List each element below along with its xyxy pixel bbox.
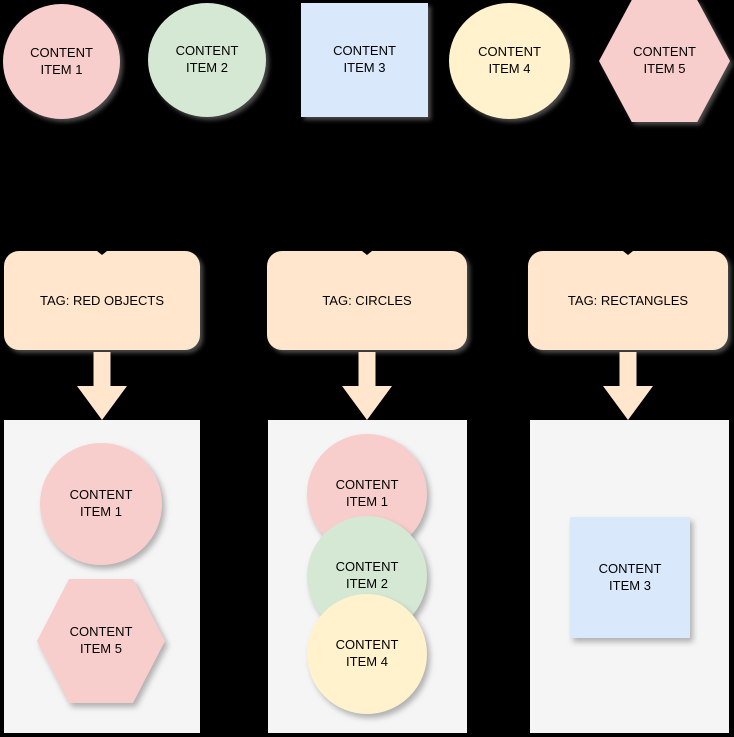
down-arrow-icon [342,352,392,420]
grouped-content-item-3: CONTENT ITEM 3 [570,517,690,638]
node-content-item-2: CONTENT ITEM 2 [148,3,266,117]
group-container-circles: CONTENT ITEM 1 CONTENT ITEM 2 CONTENT IT… [268,420,467,733]
connector-arrowhead-artifact [623,251,633,255]
circle-shape: CONTENT ITEM 2 [148,3,266,117]
hexagon-shape: CONTENT ITEM 5 [599,0,730,122]
tag-rectangles: TAG: RECTANGLES [528,251,728,350]
node-label: CONTENT ITEM 1 [335,477,399,509]
node-content-item-5: CONTENT ITEM 5 [599,0,730,122]
tag-circles: TAG: CIRCLES [267,251,467,350]
down-arrow-icon [603,352,653,420]
rectangle-shape: CONTENT ITEM 3 [570,517,690,638]
circle-shape: CONTENT ITEM 1 [40,443,162,565]
node-label: CONTENT ITEM 3 [333,43,396,75]
grouped-content-item-5: CONTENT ITEM 5 [37,579,165,703]
circle-shape: CONTENT ITEM 1 [3,4,120,119]
node-label: CONTENT ITEM 2 [335,559,399,591]
grouped-content-item-4: CONTENT ITEM 4 [307,594,427,714]
rectangle-shape: CONTENT ITEM 3 [301,3,428,117]
tag-label: TAG: RED OBJECTS [40,293,164,308]
node-label: CONTENT ITEM 4 [335,637,399,669]
connector-arrowhead-artifact [97,251,107,255]
tag-red-objects: TAG: RED OBJECTS [4,251,200,350]
node-label: CONTENT ITEM 1 [30,44,93,77]
down-arrow-icon [77,352,127,420]
circle-shape: CONTENT ITEM 4 [307,594,427,714]
node-label: CONTENT ITEM 3 [598,560,662,593]
node-label: CONTENT ITEM 2 [175,43,239,75]
node-label: CONTENT ITEM 1 [69,487,133,519]
hexagon-shape: CONTENT ITEM 5 [37,579,165,703]
tag-label: TAG: RECTANGLES [567,293,689,308]
node-content-item-3: CONTENT ITEM 3 [301,3,428,117]
group-container-rectangles: CONTENT ITEM 3 [530,420,729,733]
group-container-red-objects: CONTENT ITEM 1 CONTENT ITEM 5 [4,420,200,733]
node-content-item-4: CONTENT ITEM 4 [449,3,570,119]
node-content-item-1: CONTENT ITEM 1 [3,4,120,119]
circle-shape: CONTENT ITEM 4 [449,3,570,119]
node-label: CONTENT ITEM 5 [69,624,133,656]
tag-label: TAG: CIRCLES [322,293,412,308]
grouped-content-item-1: CONTENT ITEM 1 [40,443,162,565]
node-label: CONTENT ITEM 4 [478,44,541,76]
node-label: CONTENT ITEM 5 [633,44,696,76]
connector-arrowhead-artifact [362,251,372,255]
